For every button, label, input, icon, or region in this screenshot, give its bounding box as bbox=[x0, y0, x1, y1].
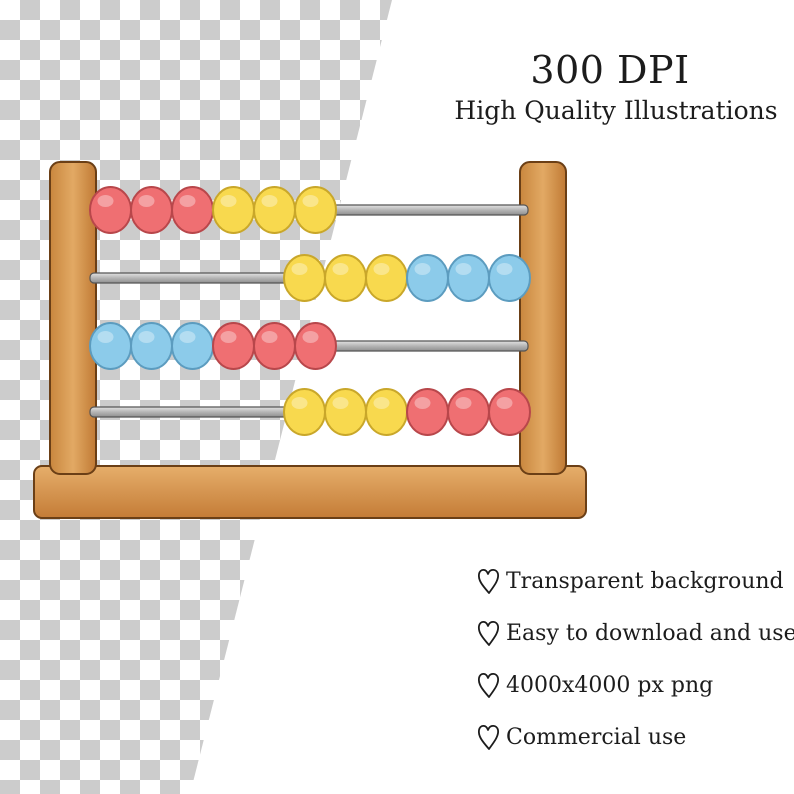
abacus-bead-highlight bbox=[179, 195, 196, 207]
abacus-bead-highlight bbox=[455, 397, 472, 409]
abacus-bead-highlight bbox=[302, 195, 319, 207]
abacus-bead-highlight bbox=[220, 331, 237, 343]
abacus-bead-highlight bbox=[97, 195, 114, 207]
abacus-bead-highlight bbox=[414, 263, 431, 275]
quality-subheading: High Quality Illustrations bbox=[454, 96, 778, 125]
abacus-bead-yellow bbox=[283, 388, 326, 436]
abacus-illustration bbox=[33, 161, 587, 519]
abacus-bead-red bbox=[294, 322, 337, 370]
abacus-bead-blue bbox=[488, 254, 531, 302]
heart-outline-icon bbox=[477, 724, 500, 750]
abacus-bead-yellow bbox=[324, 254, 367, 302]
abacus-bead-highlight bbox=[220, 195, 237, 207]
heart-outline-icon bbox=[477, 672, 500, 698]
abacus-bead-red bbox=[488, 388, 531, 436]
feature-label: 4000x4000 px png bbox=[506, 672, 714, 698]
abacus-bead-highlight bbox=[414, 397, 431, 409]
abacus-bead-yellow bbox=[212, 186, 255, 234]
abacus-bead-highlight bbox=[138, 195, 155, 207]
abacus-bead-yellow bbox=[294, 186, 337, 234]
abacus-bead-highlight bbox=[496, 263, 513, 275]
abacus-bead-highlight bbox=[302, 331, 319, 343]
abacus-bead-blue bbox=[171, 322, 214, 370]
feature-label: Commercial use bbox=[506, 724, 687, 750]
abacus-bead-highlight bbox=[496, 397, 513, 409]
abacus-bead-red bbox=[89, 186, 132, 234]
feature-label: Easy to download and use bbox=[506, 620, 794, 646]
abacus-bead-highlight bbox=[261, 331, 278, 343]
feature-item: Commercial use bbox=[476, 711, 794, 763]
abacus-bead-blue bbox=[130, 322, 173, 370]
abacus-bead-highlight bbox=[373, 397, 390, 409]
abacus-bead-blue bbox=[406, 254, 449, 302]
dpi-heading: 300 DPI bbox=[530, 48, 690, 92]
feature-item: Easy to download and use bbox=[476, 607, 794, 659]
abacus-bead-highlight bbox=[97, 331, 114, 343]
abacus-bead-red bbox=[253, 322, 296, 370]
heart-outline-icon bbox=[477, 568, 500, 594]
abacus-bead-highlight bbox=[291, 397, 308, 409]
abacus-left-post bbox=[49, 161, 97, 475]
abacus-bead-highlight bbox=[179, 331, 196, 343]
feature-item: Transparent background bbox=[476, 555, 794, 607]
abacus-bead-highlight bbox=[291, 263, 308, 275]
abacus-bead-blue bbox=[447, 254, 490, 302]
abacus-bead-highlight bbox=[332, 263, 349, 275]
feature-item: 4000x4000 px png bbox=[476, 659, 794, 711]
heart-outline-icon bbox=[477, 620, 500, 646]
abacus-bead-yellow bbox=[365, 388, 408, 436]
abacus-bead-yellow bbox=[324, 388, 367, 436]
abacus-bead-red bbox=[406, 388, 449, 436]
abacus-bead-red bbox=[447, 388, 490, 436]
abacus-rods bbox=[89, 204, 529, 418]
abacus-bead-blue bbox=[89, 322, 132, 370]
abacus-base bbox=[33, 465, 587, 519]
abacus-beads bbox=[89, 186, 531, 436]
feature-list: Transparent background Easy to download … bbox=[476, 555, 794, 763]
abacus-bead-highlight bbox=[138, 331, 155, 343]
abacus-bead-highlight bbox=[373, 263, 390, 275]
abacus-bead-yellow bbox=[283, 254, 326, 302]
abacus-bead-yellow bbox=[365, 254, 408, 302]
abacus-bead-yellow bbox=[253, 186, 296, 234]
abacus-right-post bbox=[519, 161, 567, 475]
abacus-bead-highlight bbox=[455, 263, 472, 275]
abacus-bead-red bbox=[130, 186, 173, 234]
abacus-bead-highlight bbox=[261, 195, 278, 207]
abacus-bead-red bbox=[171, 186, 214, 234]
abacus-bead-red bbox=[212, 322, 255, 370]
abacus-bead-highlight bbox=[332, 397, 349, 409]
feature-label: Transparent background bbox=[506, 568, 784, 594]
